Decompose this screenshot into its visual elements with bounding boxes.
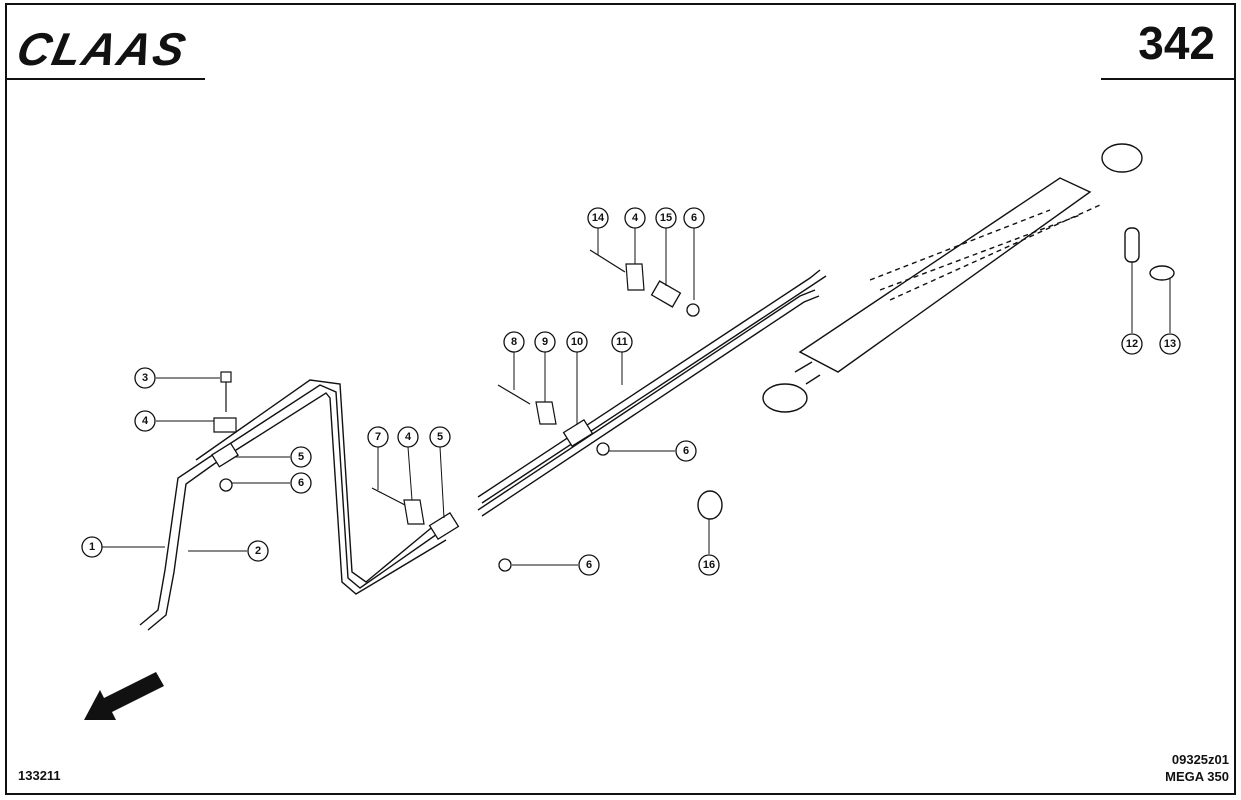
hidden-lines: [869, 204, 1101, 301]
callout-1: 1: [81, 536, 103, 558]
callout-6: 6: [290, 472, 312, 494]
svg-text:6: 6: [586, 559, 592, 571]
callout-15: 15: [655, 207, 677, 229]
reference-number: 133211: [18, 768, 61, 783]
callout-11: 11: [611, 331, 633, 353]
clip-4a: [213, 417, 237, 433]
clip-4c: [625, 263, 645, 291]
svg-text:7: 7: [375, 431, 381, 443]
clamp-block-5b: [428, 511, 460, 541]
callout-7: 7: [367, 426, 389, 448]
drawing-info: 09325z01 MEGA 350: [1165, 751, 1229, 785]
callout-4: 4: [624, 207, 646, 229]
callout-5: 5: [290, 446, 312, 468]
page-number-underline: [1101, 78, 1236, 80]
svg-text:4: 4: [405, 431, 412, 443]
svg-text:12: 12: [1126, 338, 1138, 350]
svg-text:2: 2: [255, 545, 261, 557]
drawing-code: 09325z01: [1171, 752, 1229, 767]
callout-12: 12: [1121, 333, 1143, 355]
callout-2: 2: [247, 540, 269, 562]
svg-text:6: 6: [691, 212, 697, 224]
bolt-7: [371, 487, 406, 506]
callout-4: 4: [134, 410, 156, 432]
clamp-blocks: [211, 280, 700, 572]
clip-9: [535, 401, 557, 425]
callout-13: 13: [1159, 333, 1181, 355]
svg-text:15: 15: [660, 212, 672, 224]
bolt-8: [497, 384, 531, 405]
page-number: 342: [1138, 17, 1215, 69]
callout-9: 9: [534, 331, 556, 353]
bolts: [213, 249, 645, 525]
svg-text:6: 6: [298, 477, 304, 489]
nut-6c: [596, 442, 610, 456]
svg-text:11: 11: [616, 336, 628, 348]
cylinder-head-eye: [1101, 143, 1143, 173]
callout-leaders: [102, 228, 1171, 566]
clamp-block-15: [650, 280, 682, 308]
svg-text:6: 6: [683, 445, 689, 457]
callout-8: 8: [503, 331, 525, 353]
hydraulic-lines: [139, 143, 1175, 631]
svg-text:4: 4: [142, 415, 149, 427]
svg-text:13: 13: [1164, 338, 1176, 350]
clip-13: [1149, 265, 1175, 281]
cylinder-rod-eye: [762, 383, 808, 413]
pipe-11-lower: [477, 289, 816, 511]
direction-arrow: [84, 672, 164, 720]
svg-text:16: 16: [703, 559, 715, 571]
nut-6a: [219, 478, 233, 492]
callout-6: 6: [683, 207, 705, 229]
svg-text:8: 8: [511, 336, 517, 348]
svg-text:14: 14: [592, 212, 605, 224]
clamp-block-5a: [211, 442, 239, 468]
callout-6: 6: [675, 440, 697, 462]
brand-underline: [5, 78, 205, 80]
svg-text:10: 10: [571, 336, 583, 348]
clip-4b: [403, 499, 425, 525]
clamp-block-10: [562, 418, 594, 448]
callout-5: 5: [429, 426, 451, 448]
hose-1-line: [139, 457, 209, 626]
svg-text:9: 9: [542, 336, 548, 348]
callouts: 1 2 3 4 5 6 7 4 5 6 8 9 10 11 6 14 4 15 …: [81, 207, 1181, 576]
callout-14: 14: [587, 207, 609, 229]
model-name: MEGA 350: [1165, 769, 1229, 784]
drawing-frame: [5, 3, 1236, 795]
hose-2-line: [207, 384, 441, 589]
callout-3: 3: [134, 367, 156, 389]
hose-clamp-16: [697, 490, 723, 520]
pipe-11-upper: [477, 269, 821, 498]
svg-text:3: 3: [142, 372, 148, 384]
callout-10: 10: [566, 331, 588, 353]
svg-text:5: 5: [437, 431, 443, 443]
nut-6b: [498, 558, 512, 572]
bolt-14: [589, 249, 626, 273]
pin-12: [1124, 227, 1140, 263]
callout-6: 6: [578, 554, 600, 576]
svg-text:1: 1: [89, 541, 95, 553]
nut-6d: [686, 303, 700, 317]
callout-4: 4: [397, 426, 419, 448]
svg-text:4: 4: [632, 212, 639, 224]
hydraulic-cylinder-body: [798, 177, 1092, 373]
svg-text:5: 5: [298, 451, 304, 463]
callout-16: 16: [698, 554, 720, 576]
